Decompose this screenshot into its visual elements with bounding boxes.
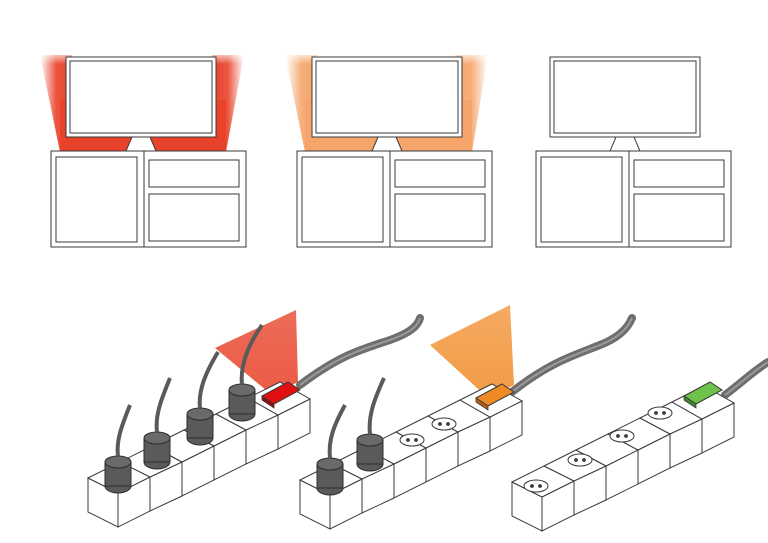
socket-empty [431,417,457,431]
plug-2 [143,377,172,470]
power-strip-red [86,310,424,528]
socket-empty [523,479,549,493]
plug-4 [228,323,264,422]
plug-3 [186,350,220,446]
tv-screen [65,56,217,152]
plug-2 [356,377,386,472]
plug-1 [316,404,347,496]
tv-unit-standby-orange [282,50,493,248]
socket-empty [609,429,635,443]
tv-screen [311,56,463,152]
strip-body [510,385,736,532]
power-cord [296,314,424,389]
plug-1 [104,404,132,494]
socket-empty [647,406,673,420]
tv-screen [549,56,701,152]
socket-empty [567,453,593,467]
tv-unit-standby-red [36,50,248,248]
tv-cabinet [535,150,732,248]
socket-empty [399,433,425,447]
switch-light-beam-red [215,310,298,395]
power-strip-orange [298,305,636,530]
tv-cabinet [296,150,493,248]
tv-cabinet [50,150,247,248]
power-cord [508,314,636,396]
power-strip-off [510,358,768,532]
tv-unit-off [535,56,732,248]
switch-light-beam-orange [430,305,514,398]
